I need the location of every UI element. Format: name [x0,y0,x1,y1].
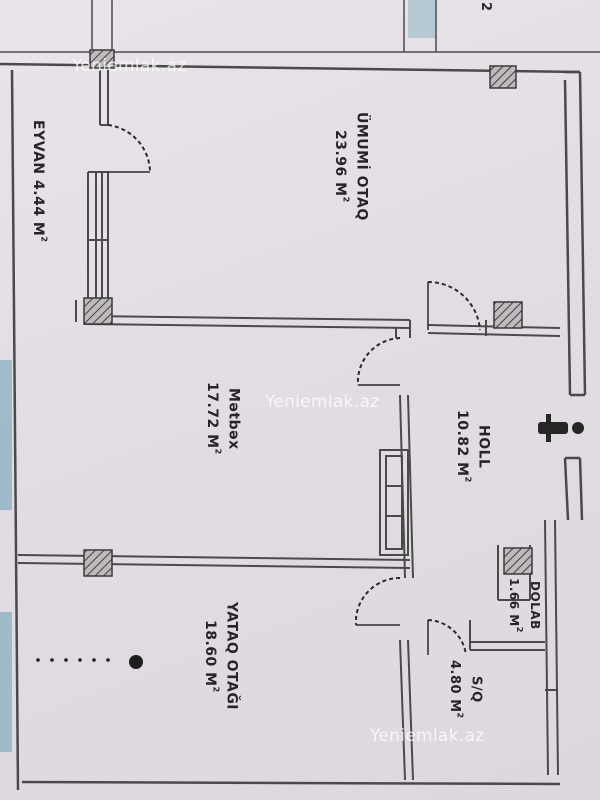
wall-living-kitchen [83,315,411,338]
light-dotted-line [36,658,110,662]
window-glass-left-lower [0,612,12,752]
window-glass-top [408,0,436,38]
structural-columns [83,49,533,577]
balcony-door-swing [107,124,151,173]
watermark-top: Yeniemlak.az [72,56,187,76]
light-point-icon [129,655,143,669]
adjacent-unit-lines [0,0,600,53]
watermark-middle: Yeniemlak.az [265,392,380,412]
entrance-person-icon [538,414,584,442]
door-swings [354,280,481,656]
wall-kitchen-bedroom [17,554,411,569]
corner-mark: 2 [478,2,493,12]
window-glass-left-upper [0,360,12,510]
balcony-partition [75,70,109,322]
watermark-bottom: Yeniemlak.az [370,726,485,746]
kitchen-counter [379,449,409,556]
door-leaves [356,282,429,655]
room-label-eyvan: EYVAN 4.44 M2 [30,120,49,243]
